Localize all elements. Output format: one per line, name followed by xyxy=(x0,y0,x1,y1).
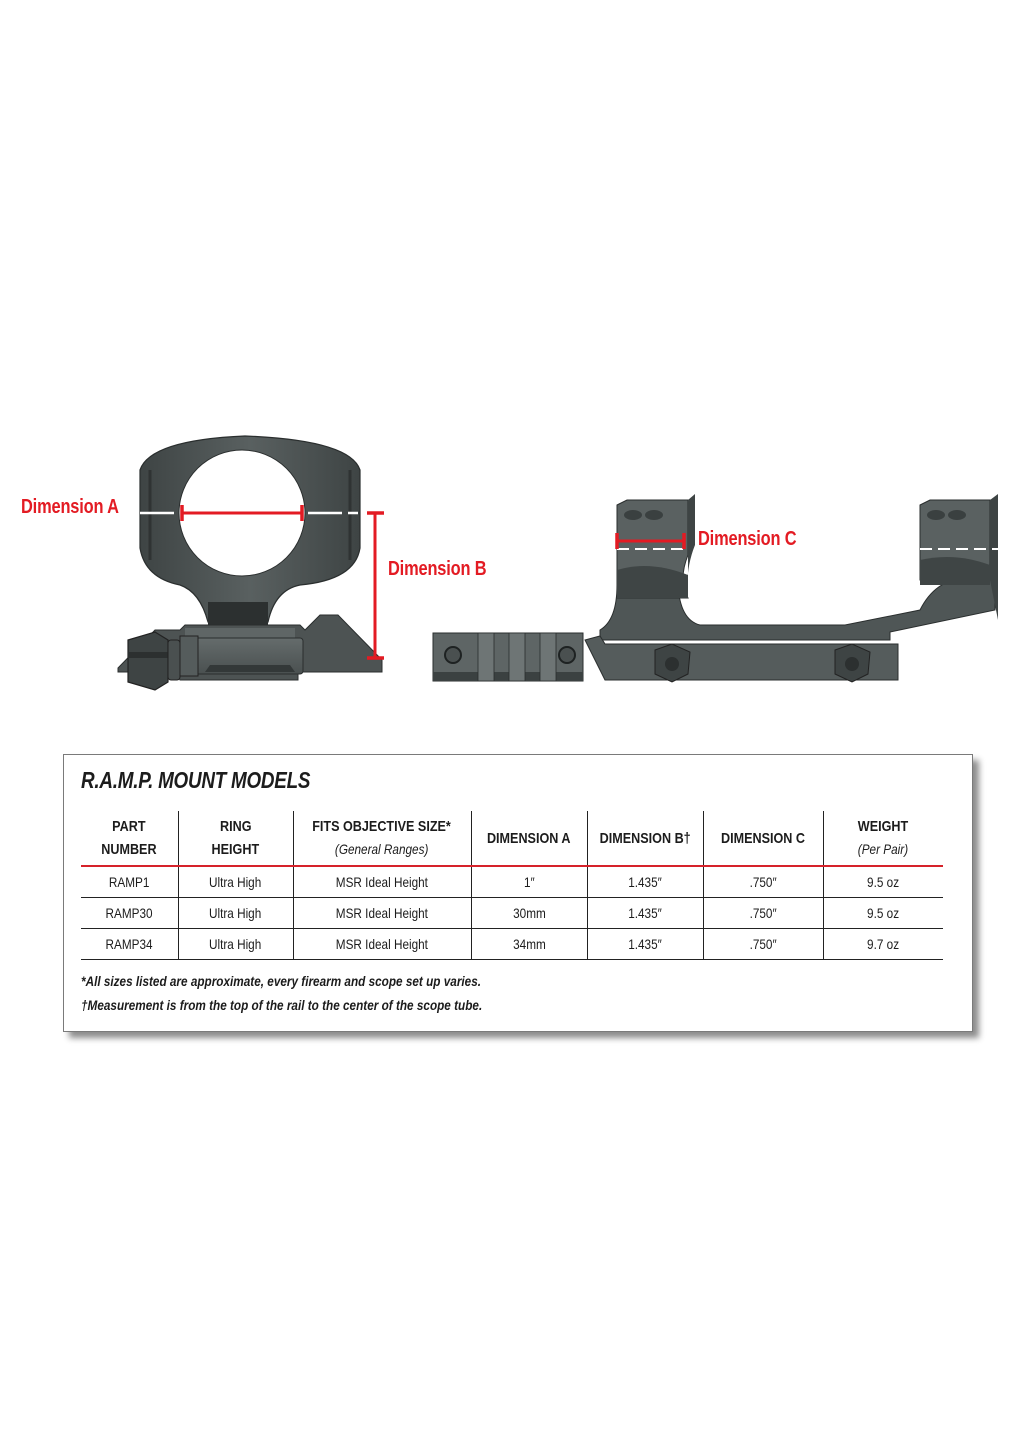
col-header-objective-size: FITS OBJECTIVE SIZE*(General Ranges) xyxy=(292,811,471,867)
table-row: RAMP30 Ultra High MSR Ideal Height 30mm … xyxy=(81,897,943,929)
cell-part-number: RAMP30 xyxy=(81,897,178,929)
table-row: RAMP1 Ultra High MSR Ideal Height 1″ 1.4… xyxy=(81,866,943,898)
cell-objective-size: MSR Ideal Height xyxy=(292,866,471,898)
table-title: R.A.M.P. MOUNT MODELS xyxy=(81,767,311,793)
cell-ring-height: Ultra High xyxy=(177,897,293,929)
dimension-b-label: Dimension B xyxy=(388,558,487,580)
col-header-dimension-b: DIMENSION B† xyxy=(586,811,703,867)
cell-dimension-c: .750″ xyxy=(702,928,823,960)
cell-dimension-b: 1.435″ xyxy=(586,897,703,929)
cell-dimension-c: .750″ xyxy=(702,897,823,929)
col-header-weight: WEIGHT(Per Pair) xyxy=(822,811,943,867)
cell-dimension-a: 1″ xyxy=(470,866,587,898)
dimension-b-marker xyxy=(367,511,384,660)
dimension-a-label: Dimension A xyxy=(21,496,119,518)
cell-weight: 9.5 oz xyxy=(822,897,943,929)
cell-dimension-a: 30mm xyxy=(470,897,587,929)
cell-part-number: RAMP1 xyxy=(81,866,178,898)
cell-dimension-b: 1.435″ xyxy=(586,866,703,898)
dimension-a-marker xyxy=(180,505,304,521)
cell-ring-height: Ultra High xyxy=(177,866,293,898)
dimension-c-marker xyxy=(615,533,686,549)
col-header-dimension-a: DIMENSION A xyxy=(470,811,587,867)
cell-weight: 9.7 oz xyxy=(822,928,943,960)
cell-part-number: RAMP34 xyxy=(81,928,178,960)
footnote-approximate-sizes: *All sizes listed are approximate, every… xyxy=(81,973,482,989)
cell-weight: 9.5 oz xyxy=(822,866,943,898)
cell-objective-size: MSR Ideal Height xyxy=(292,897,471,929)
cell-objective-size: MSR Ideal Height xyxy=(292,928,471,960)
footnote-measurement: †Measurement is from the top of the rail… xyxy=(81,997,483,1013)
table-row: RAMP34 Ultra High MSR Ideal Height 34mm … xyxy=(81,928,943,960)
col-header-dimension-c: DIMENSION C xyxy=(702,811,823,867)
dimension-c-label: Dimension C xyxy=(698,528,797,550)
cell-ring-height: Ultra High xyxy=(177,928,293,960)
cell-dimension-a: 34mm xyxy=(470,928,587,960)
cell-dimension-c: .750″ xyxy=(702,866,823,898)
table-footnotes: *All sizes listed are approximate, every… xyxy=(81,969,559,1017)
cell-dimension-b: 1.435″ xyxy=(586,928,703,960)
